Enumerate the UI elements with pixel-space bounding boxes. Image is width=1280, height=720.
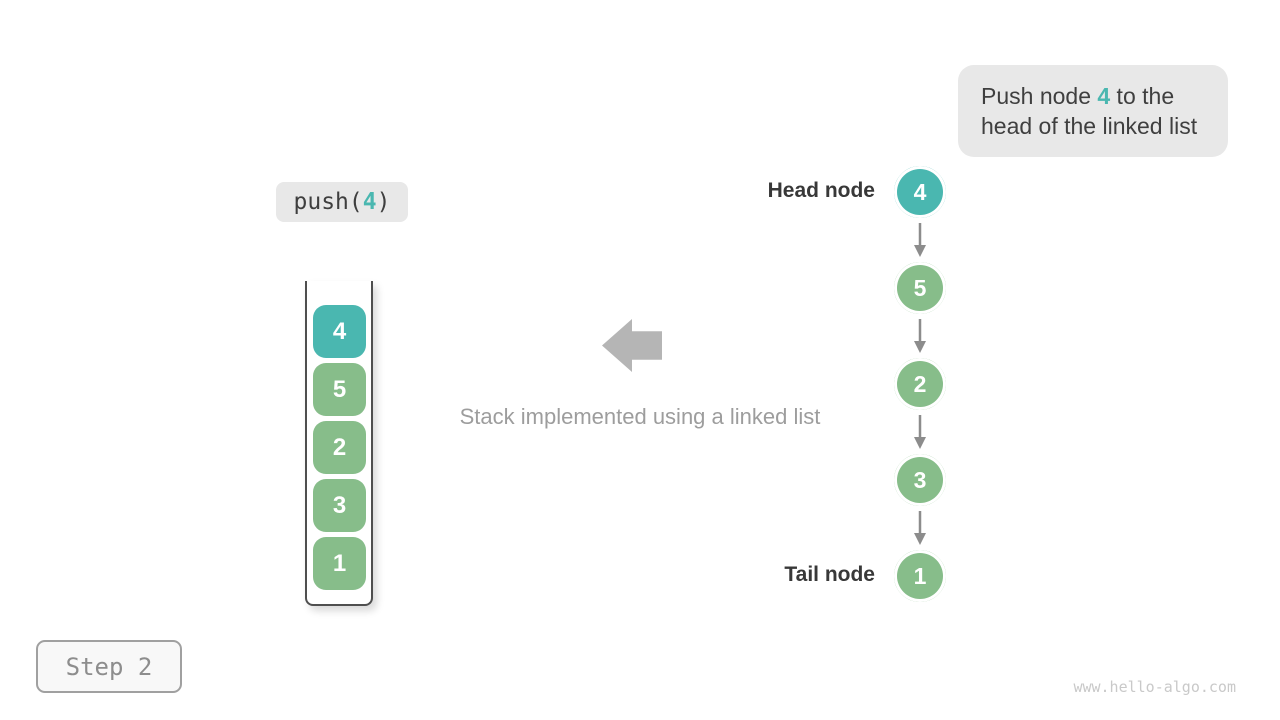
stack-node: 1 <box>313 537 366 590</box>
stack-node: 4 <box>313 305 366 358</box>
push-hint-line1: Push node 4 to the <box>981 81 1228 111</box>
step-badge: Step 2 <box>36 640 182 693</box>
stack-node: 3 <box>313 479 366 532</box>
watermark: www.hello-algo.com <box>1073 678 1236 696</box>
list-node: 4 <box>891 163 949 221</box>
down-arrow-icon <box>914 223 926 257</box>
head-node-label: Head node <box>767 179 875 202</box>
push-hint-text-suffix: to the <box>1110 83 1175 109</box>
push-hint-line2: head of the linked list <box>981 113 1198 139</box>
stack-node: 2 <box>313 421 366 474</box>
push-hint-box: Push node 4 to the head of the linked li… <box>958 65 1228 157</box>
push-operation-prefix: push( <box>293 189 363 215</box>
push-operation-label: push(4) <box>276 182 408 222</box>
down-arrow-icon <box>914 511 926 545</box>
stack-node-list: 4 5 2 3 1 <box>313 305 366 590</box>
down-arrow-icon <box>914 415 926 449</box>
down-arrow-icon <box>914 319 926 353</box>
tail-node-label: Tail node <box>784 563 875 586</box>
list-node: 2 <box>891 355 949 413</box>
push-operation-suffix: ) <box>376 189 391 215</box>
push-operation-arg: 4 <box>362 189 377 215</box>
list-node: 1 <box>891 547 949 605</box>
left-arrow-icon <box>602 319 662 372</box>
push-hint-text: Push node <box>981 83 1098 109</box>
push-hint-highlight-value: 4 <box>1097 83 1111 109</box>
linked-list: 4 5 2 3 1 <box>891 163 949 605</box>
stack-node: 5 <box>313 363 366 416</box>
list-node: 3 <box>891 451 949 509</box>
list-node: 5 <box>891 259 949 317</box>
caption: Stack implemented using a linked list <box>459 404 821 429</box>
